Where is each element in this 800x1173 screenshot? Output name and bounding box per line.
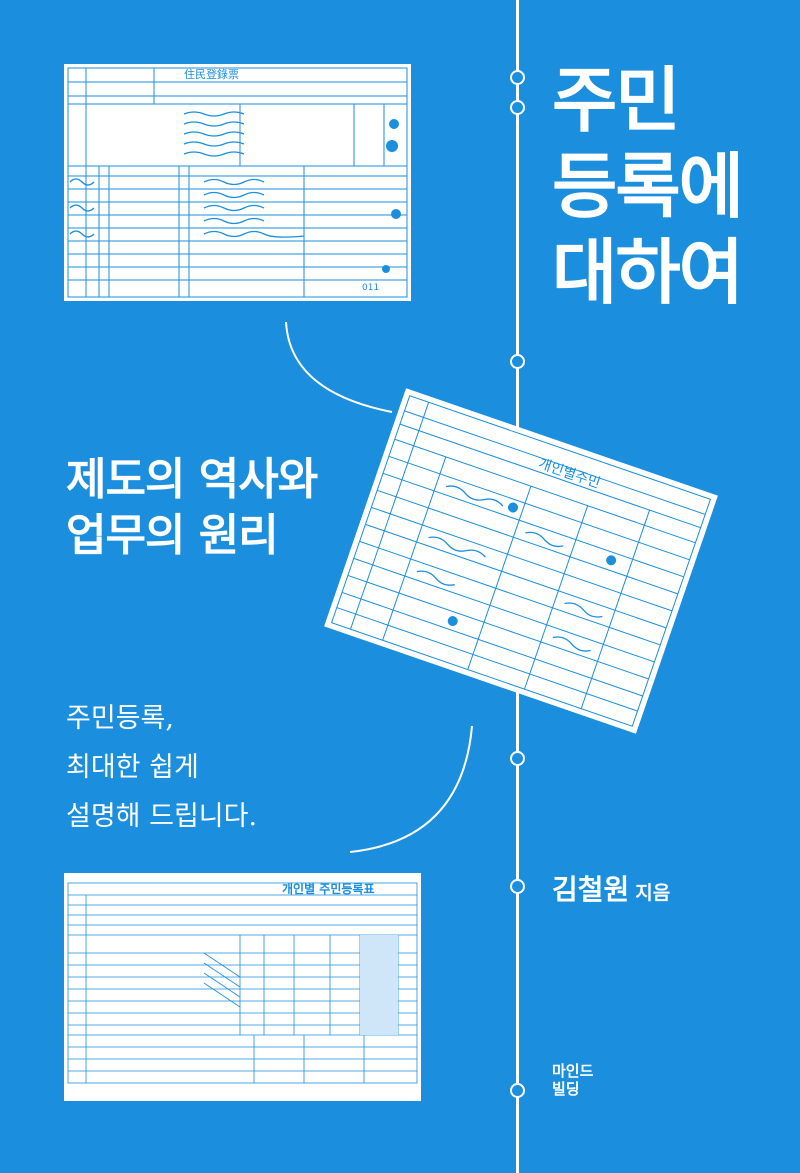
line-dot [510, 354, 525, 369]
publisher-line-1: 마인드 [552, 1062, 594, 1080]
doc1-heading: 住民登錄票 [184, 67, 239, 81]
line-dot [510, 879, 525, 894]
line-dot [510, 1083, 525, 1098]
subtitle-line-2: 업무의 원리 [66, 510, 279, 561]
line-dot [510, 100, 525, 115]
publisher-line-2: 빌딩 [552, 1080, 580, 1098]
title-line-2: 등록에 [552, 145, 744, 228]
publisher-logo: 마인드 빌딩 [552, 1062, 596, 1098]
line-dot [510, 751, 525, 766]
doc1-number: 011 [362, 283, 379, 293]
book-subtitle: 제도의 역사와 업무의 원리 [66, 452, 318, 564]
title-line-1: 주민 [552, 59, 681, 142]
book-tagline: 주민등록, 최대한 쉽게 설명해 드립니다. [66, 694, 257, 841]
tagline-line-2: 최대한 쉽게 [66, 752, 199, 783]
subtitle-line-1: 제도의 역사와 [66, 454, 318, 505]
arc-bottom [349, 725, 473, 853]
doc3-heading: 개인별 주민등록표 [282, 881, 375, 896]
title-line-3: 대하여 [552, 231, 744, 314]
tagline-line-3: 설명해 드립니다. [66, 801, 258, 832]
book-title: 주민 등록에 대하여 [552, 58, 744, 316]
arc-top [285, 321, 393, 413]
author-name: 김철원 [552, 873, 630, 906]
tagline-line-1: 주민등록, [66, 703, 174, 734]
line-dot [510, 70, 525, 85]
author-suffix: 지음 [635, 882, 671, 904]
document-image-2: 개인별주민 [323, 388, 719, 734]
document-image-3: 개인별 주민등록표 [64, 873, 421, 1101]
document-image-1: 住民登錄票 011 [64, 64, 411, 301]
